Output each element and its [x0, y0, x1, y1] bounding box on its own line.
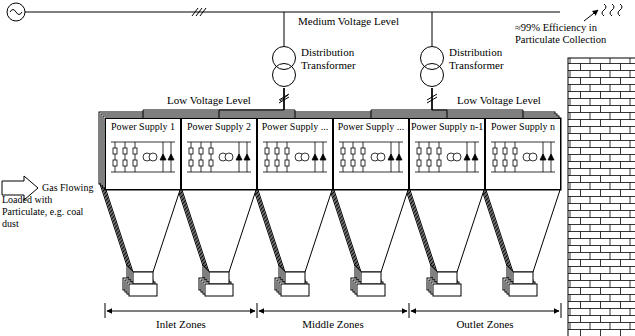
medium-voltage-line — [25, 12, 560, 13]
front-layer — [105, 118, 561, 296]
annotation-label: Gas Flowing Loaded with Particulate, e.g… — [2, 182, 98, 230]
power-supply-box: Power Supply ... — [257, 118, 333, 190]
node-text: Power Supply 1 — [107, 121, 179, 133]
transformer-feeder — [432, 12, 433, 46]
transformer-node: Distribution Transformer — [271, 46, 367, 88]
annotation-label: Medium Voltage Level — [298, 15, 428, 28]
precipitator-body — [99, 112, 561, 296]
efficiency-arrow — [584, 10, 598, 21]
node-text: Distribution Transformer — [301, 46, 365, 72]
converter-schematic — [187, 142, 251, 172]
node-text: Distribution Transformer — [449, 46, 513, 72]
power-supply-box: Power Supply n — [485, 118, 561, 190]
converter-schematic — [491, 142, 555, 172]
node-text: Power Supply n — [487, 121, 559, 133]
transformer-symbol — [271, 46, 297, 88]
transformer-feeder — [284, 12, 285, 46]
power-supply-box: Power Supply 1 — [105, 118, 181, 190]
ac-source — [7, 3, 25, 21]
converter-schematic — [339, 142, 403, 172]
node-text: Power Supply 2 — [183, 121, 255, 133]
node-text: Power Supply ... — [259, 121, 331, 133]
converter-schematic — [111, 142, 175, 172]
low-voltage-feeder — [371, 88, 432, 118]
clean-gas-smoke — [602, 4, 622, 16]
annotation-label: Low Voltage Level — [166, 94, 252, 107]
power-supply-box: Power Supply ... — [333, 118, 409, 190]
transformer-symbol — [419, 46, 445, 88]
chimney — [568, 58, 635, 336]
converter-schematic — [415, 142, 479, 172]
annotation-label: Outlet Zones — [409, 318, 561, 331]
annotation-label: Low Voltage Level — [456, 94, 542, 107]
power-supply-box: Power Supply n-1 — [409, 118, 485, 190]
annotation-label: ≈99% Efficiency in Particulate Collectio… — [515, 22, 631, 46]
three-phase-mark — [192, 8, 206, 16]
transformer-node: Distribution Transformer — [419, 46, 515, 88]
zone-bracket — [105, 303, 561, 318]
three-phase-mark — [280, 0, 432, 101]
annotation-label: Inlet Zones — [105, 318, 257, 331]
power-supply-box: Power Supply 2 — [181, 118, 257, 190]
annotation-label: Middle Zones — [257, 318, 409, 331]
low-voltage-feeder — [143, 88, 284, 118]
low-voltage-feeder — [432, 88, 447, 118]
node-text: Power Supply n-1 — [411, 121, 483, 133]
low-voltage-feeder — [284, 88, 295, 118]
converter-schematic — [263, 142, 327, 172]
node-text: Power Supply ... — [335, 121, 407, 133]
